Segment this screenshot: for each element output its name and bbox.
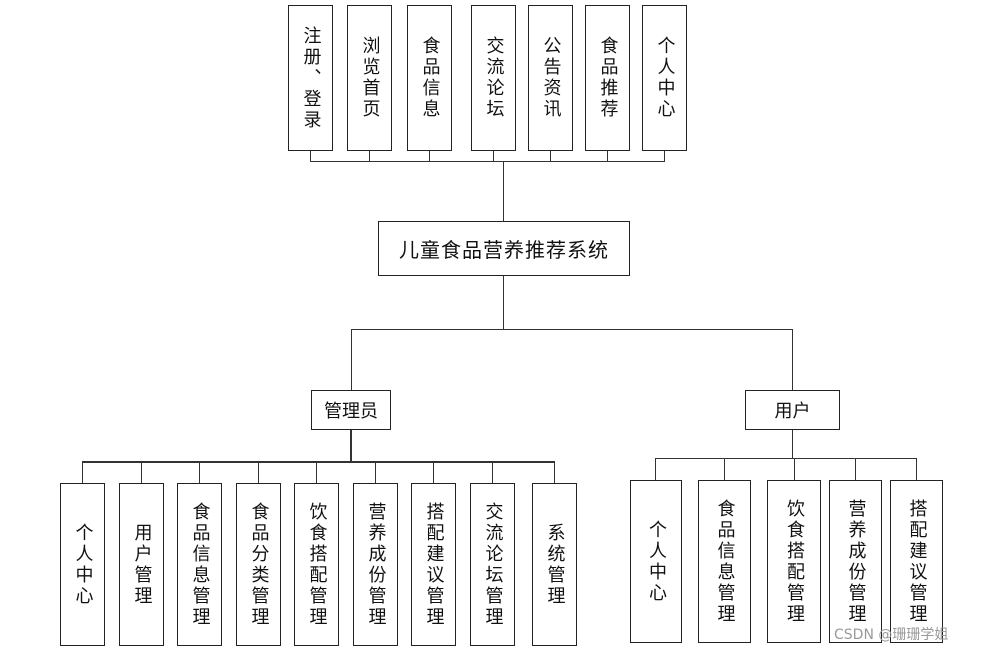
admin-module-label: 食品信息管理 [189,501,211,628]
connector-line [492,462,493,483]
connector-line [655,458,917,459]
connector-line [655,458,656,480]
connector-line [375,462,376,483]
connector-line [607,151,608,161]
user-module-label: 饮食搭配管理 [784,498,805,625]
connector-line [503,161,504,221]
top-module-register-login: 注册、登录 [288,5,333,151]
connector-line [82,461,555,463]
connector-line [433,462,434,483]
connector-line [724,458,725,480]
top-module-label: 交流论坛 [483,36,505,120]
connector-line [794,458,795,480]
top-module-label: 浏览首页 [359,36,381,120]
role-user-label: 用户 [774,401,811,422]
connector-line [855,458,856,480]
admin-module-forum-management: 交流论坛管理 [470,483,515,646]
watermark: CSDN @珊珊学姐 [834,627,949,643]
admin-module-label: 搭配建议管理 [423,501,445,628]
admin-module-label: 营养成份管理 [365,501,387,628]
top-module-personal-center: 个人中心 [642,5,687,151]
user-module-label: 搭配建议管理 [906,498,928,625]
admin-module-pairing-advice-management: 搭配建议管理 [411,483,456,646]
connector-line [916,458,917,480]
user-module-diet-pairing-management: 饮食搭配管理 [767,480,821,643]
admin-module-nutrition-management: 营养成份管理 [353,483,398,646]
role-admin-box: 管理员 [311,390,391,430]
top-module-browse-home: 浏览首页 [347,5,392,151]
top-module-forum: 交流论坛 [471,5,516,151]
connector-line [350,430,352,462]
user-module-label: 营养成份管理 [845,498,867,625]
admin-module-label: 个人中心 [72,522,94,607]
admin-module-label: 饮食搭配管理 [306,501,328,628]
connector-line [316,462,317,483]
connector-line [554,462,555,483]
user-module-label: 个人中心 [646,519,667,604]
user-module-personal-center: 个人中心 [630,480,682,643]
user-module-label: 食品信息管理 [714,498,736,625]
admin-module-system-management: 系统管理 [532,483,577,646]
role-user-box: 用户 [745,390,840,430]
connector-line [199,462,200,483]
connector-line [351,329,793,330]
user-module-food-info-management: 食品信息管理 [698,480,751,643]
connector-line [369,151,370,161]
connector-line [792,329,793,390]
system-title: 儿童食品营养推荐系统 [399,238,609,262]
connector-line [82,462,83,483]
top-module-food-info: 食品信息 [407,5,452,151]
top-module-label: 食品信息 [419,36,441,120]
admin-module-label: 用户管理 [131,522,153,607]
top-module-label: 个人中心 [654,36,676,120]
top-module-label: 公告资讯 [540,36,562,120]
admin-module-label: 交流论坛管理 [482,501,504,628]
top-module-announcements: 公告资讯 [528,5,573,151]
admin-module-diet-pairing-management: 饮食搭配管理 [294,483,339,646]
admin-module-food-category-management: 食品分类管理 [236,483,281,646]
admin-module-label: 系统管理 [544,522,566,607]
connector-line [141,462,142,483]
connector-line [310,151,311,161]
connector-line [351,329,352,390]
top-module-label: 食品推荐 [597,36,619,120]
connector-line [493,151,494,161]
connector-line [258,462,259,483]
connector-line [550,151,551,161]
admin-module-food-info-management: 食品信息管理 [177,483,222,646]
user-module-nutrition-management: 营养成份管理 [829,480,882,643]
user-module-pairing-advice-management: 搭配建议管理 [890,480,943,643]
system-title-box: 儿童食品营养推荐系统 [378,221,630,276]
connector-line [792,430,793,459]
connector-line [429,151,430,161]
role-admin-label: 管理员 [324,401,378,422]
top-module-label: 注册、登录 [300,25,322,131]
connector-line [664,151,665,161]
top-module-food-recommend: 食品推荐 [585,5,630,151]
admin-module-label: 食品分类管理 [248,501,270,628]
admin-module-personal-center: 个人中心 [60,483,105,646]
connector-line [310,161,665,162]
admin-module-user-management: 用户管理 [119,483,164,646]
connector-line [503,276,504,329]
